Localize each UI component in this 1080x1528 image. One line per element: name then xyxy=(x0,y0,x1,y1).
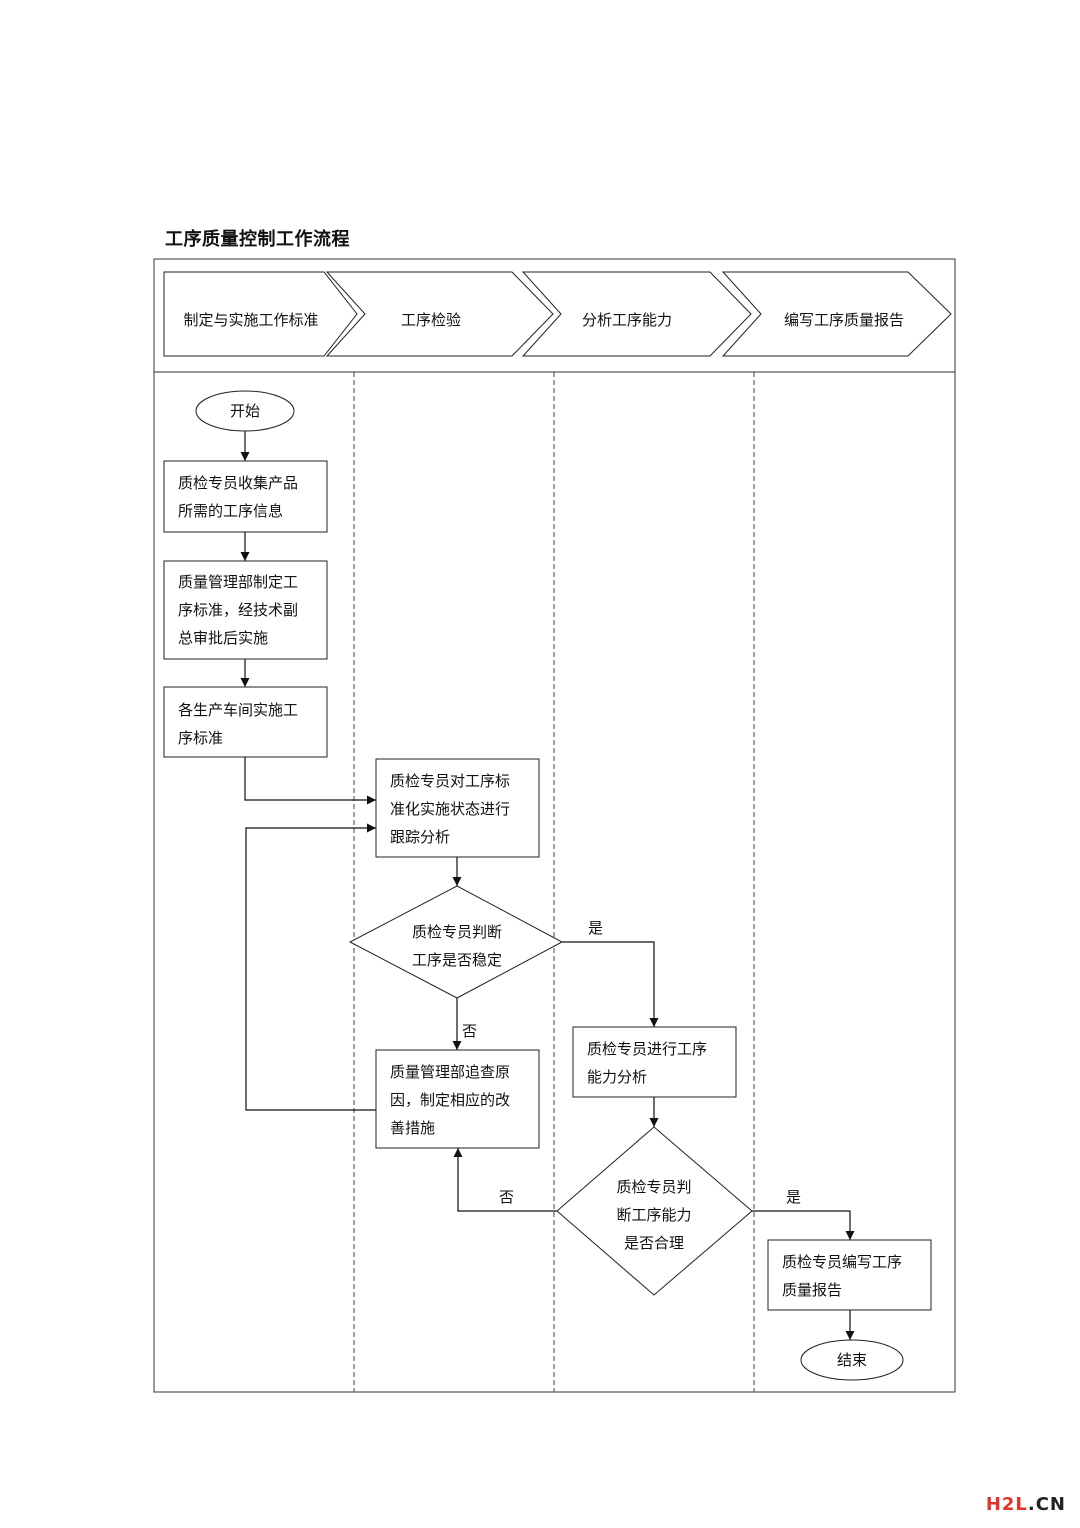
lane-header-label: 分析工序能力 xyxy=(582,311,672,329)
implement-line: 各生产车间实施工 xyxy=(178,701,298,719)
lane-header-chevron xyxy=(721,271,952,357)
track-line: 质检专员对工序标 xyxy=(390,772,510,790)
process-box-capability xyxy=(572,1026,737,1098)
implement-line: 序标准 xyxy=(178,729,223,747)
investigate-line: 因，制定相应的改 xyxy=(390,1091,510,1109)
process-box-standard xyxy=(163,560,328,660)
process-box-implement xyxy=(163,686,328,758)
lane-header-chevron xyxy=(521,271,752,357)
connector-investigate-loopback xyxy=(245,823,376,1111)
page-title: 工序质量控制工作流程 xyxy=(165,229,350,250)
edge-label-stable-yes: 是 xyxy=(588,919,603,937)
decision-stable-line: 工序是否稳定 xyxy=(412,951,502,969)
lane-header-chevron xyxy=(163,271,358,357)
connector-implement-track xyxy=(244,757,376,805)
lane-header-label: 编写工序质量报告 xyxy=(784,311,904,329)
edge-label-stable-no: 否 xyxy=(462,1022,477,1040)
decision-capability xyxy=(556,1126,753,1296)
decision-stable xyxy=(348,885,564,999)
site-watermark: H2L.CN xyxy=(985,1494,1066,1515)
investigate-line: 善措施 xyxy=(390,1119,435,1137)
end-terminal xyxy=(800,1339,904,1381)
lane-header-label: 工序检验 xyxy=(401,311,461,329)
connector-capability-yes xyxy=(752,1210,855,1240)
standard-line: 质量管理部制定工 xyxy=(178,573,298,591)
decision-stable-line: 质检专员判断 xyxy=(412,923,502,941)
report-line: 质量报告 xyxy=(782,1281,842,1299)
investigate-line: 质量管理部追查原 xyxy=(390,1063,510,1081)
collect-line: 所需的工序信息 xyxy=(178,502,283,520)
report-line: 质检专员编写工序 xyxy=(782,1253,902,1271)
connector-capability-no xyxy=(453,1148,557,1212)
process-box-collect xyxy=(163,460,328,533)
process-box-investigate xyxy=(375,1049,540,1149)
end-label: 结束 xyxy=(837,1351,867,1369)
lane-header-label: 制定与实施工作标准 xyxy=(183,311,318,329)
process-box-track xyxy=(375,758,540,858)
start-label: 开始 xyxy=(230,402,260,420)
decision-capability-line: 断工序能力 xyxy=(616,1206,691,1224)
decision-capability-line: 是否合理 xyxy=(624,1234,684,1252)
connector-decision-yes xyxy=(562,941,659,1027)
standard-line: 序标准，经技术副 xyxy=(178,601,298,619)
edge-label-capability-no: 否 xyxy=(499,1188,514,1206)
decision-capability-line: 质检专员判 xyxy=(616,1178,691,1196)
track-line: 跟踪分析 xyxy=(390,828,450,846)
capability-line: 能力分析 xyxy=(587,1068,647,1086)
process-box-report xyxy=(767,1239,932,1311)
capability-line: 质检专员进行工序 xyxy=(587,1040,707,1058)
track-line: 准化实施状态进行 xyxy=(390,800,510,818)
collect-line: 质检专员收集产品 xyxy=(178,474,298,492)
edge-label-capability-yes: 是 xyxy=(786,1188,801,1206)
standard-line: 总审批后实施 xyxy=(178,629,268,647)
lane-header-chevron xyxy=(325,271,554,357)
